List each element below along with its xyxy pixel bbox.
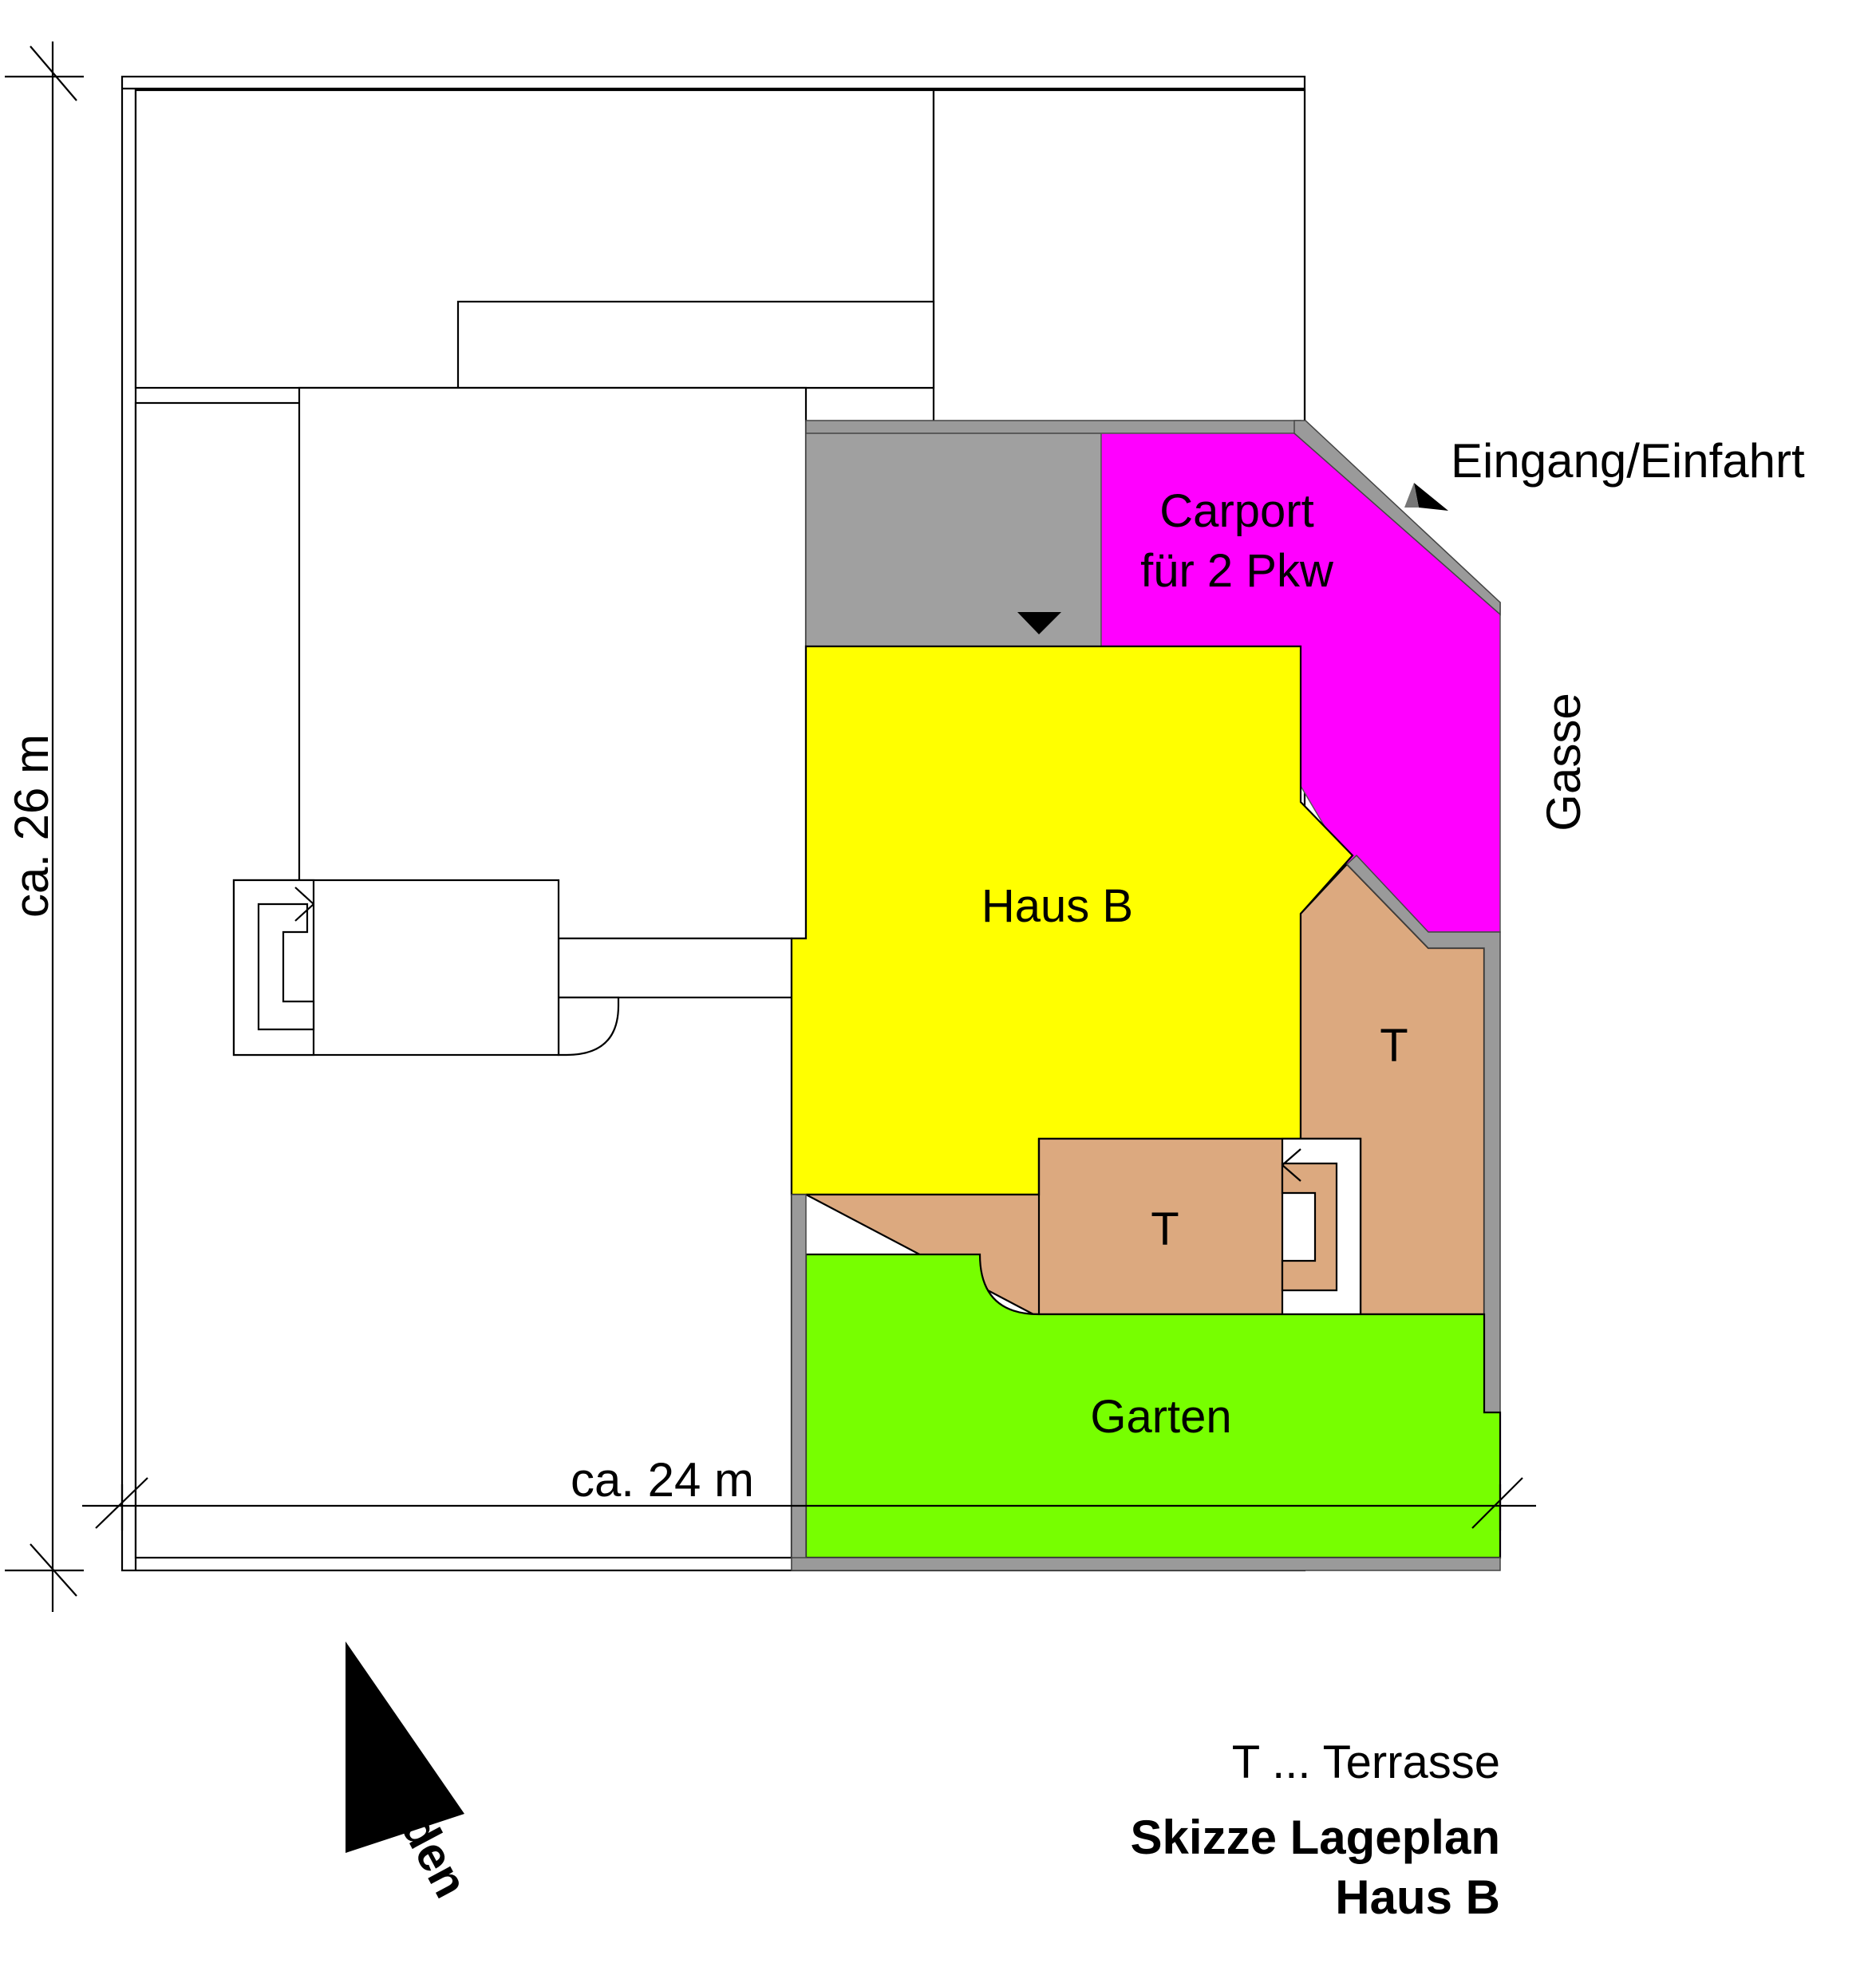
legend-terrace: T ... Terrasse (1232, 1736, 1500, 1788)
garden-label: Garten (1090, 1391, 1231, 1443)
paved-area (805, 422, 1102, 647)
wall-north (805, 420, 1301, 434)
terrace-bottom-label: T (1151, 1203, 1179, 1255)
title-line1: Skizze Lageplan (1131, 1811, 1500, 1864)
house-label: Haus B (981, 880, 1133, 932)
garden-area (804, 1253, 1502, 1559)
entrance-label: Eingang/Einfahrt (1451, 434, 1805, 488)
carport-label-line1: Carport (1159, 485, 1313, 537)
title-line2: Haus B (1335, 1870, 1500, 1924)
dimension-width-label: ca. 24 m (571, 1453, 754, 1507)
north-arrow-icon (346, 1641, 464, 1853)
wall-south (791, 1557, 1501, 1571)
neighbour-buildings (134, 89, 1306, 1559)
carport-label-line2: für 2 Pkw (1140, 545, 1334, 597)
carport-wall (1293, 420, 1501, 616)
dimension-height (5, 41, 84, 1612)
wall-west (791, 1194, 807, 1570)
terrace-right-label: T (1380, 1020, 1408, 1072)
dimension-height-label: ca. 26 m (5, 734, 58, 918)
lane-label: Gasse (1537, 693, 1590, 831)
dimension-width (82, 1477, 1536, 1531)
stairs-icon (1281, 1137, 1362, 1316)
entrance-marker-icon (1414, 483, 1448, 511)
house-entry-marker (1017, 612, 1061, 634)
